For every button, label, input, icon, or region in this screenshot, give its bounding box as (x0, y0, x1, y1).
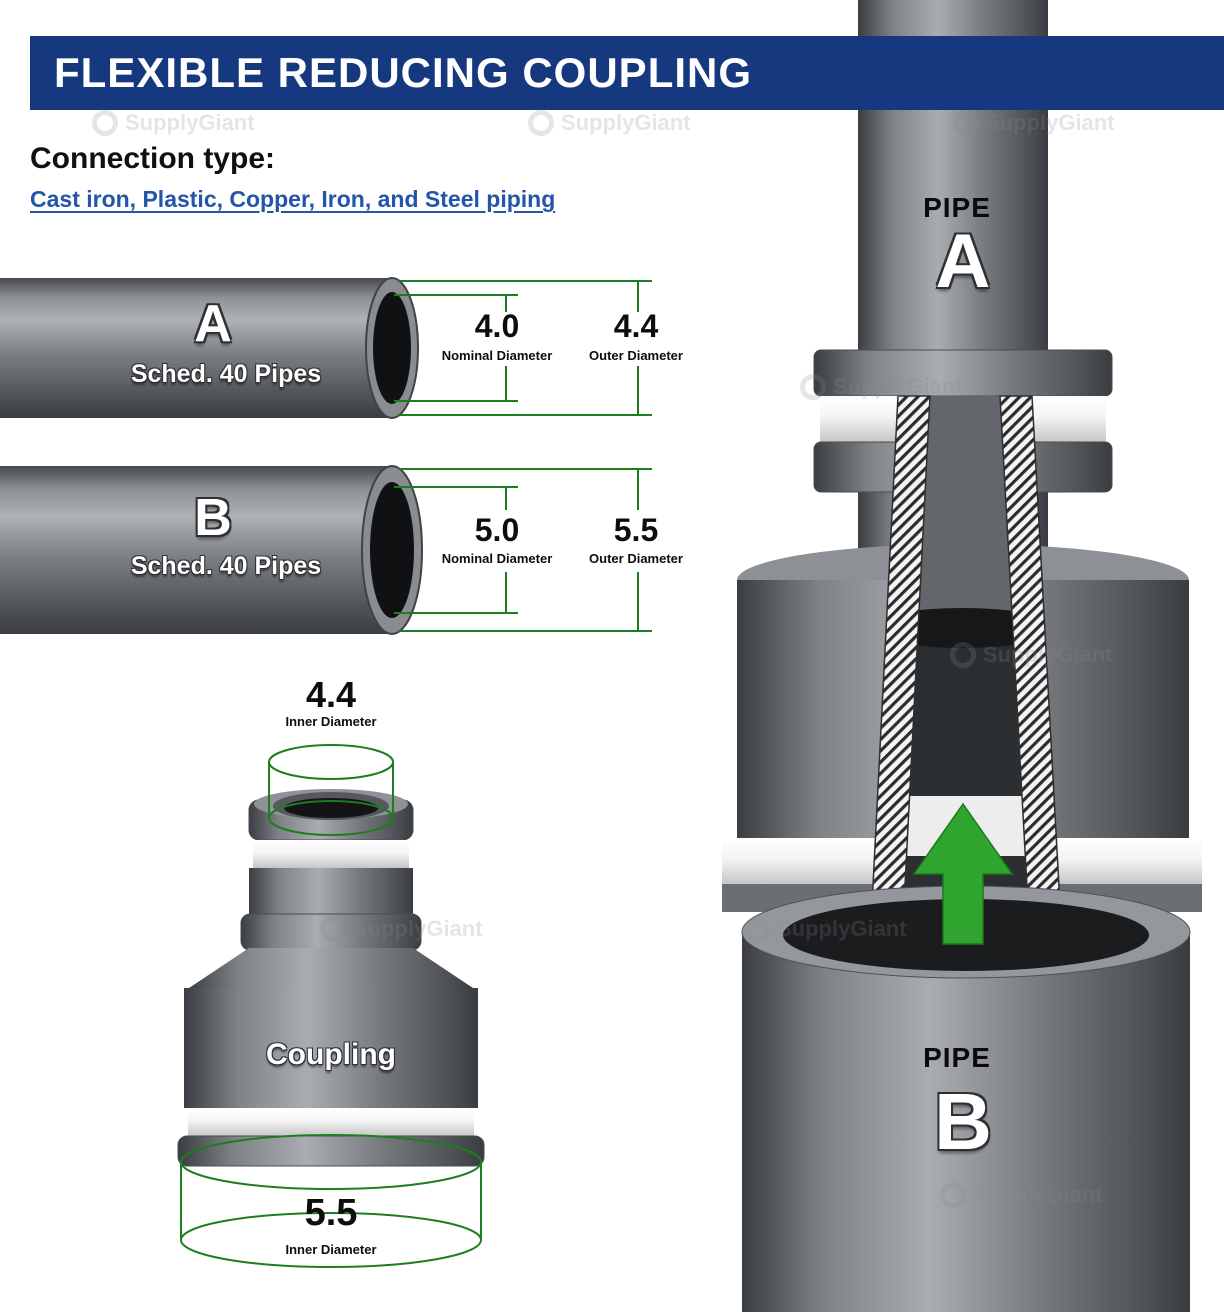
coupling-bottom-id-value: 5.5 (304, 1192, 358, 1234)
supplygiant-logo-icon (940, 1182, 966, 1208)
pipe-b-outer-value: 5.5 (613, 512, 659, 548)
watermark: SupplyGiant (800, 374, 963, 400)
assembly-pipe-a-letter: A (935, 219, 991, 304)
assembly-pipe-a-word: PIPE (923, 192, 991, 223)
watermark: SupplyGiant (744, 916, 907, 942)
pipe-a-schedule: Sched. 40 Pipes (130, 360, 322, 388)
supplygiant-logo-icon (320, 916, 346, 942)
pipe-b-nominal-caption: Nominal Diameter (441, 551, 553, 566)
watermark: SupplyGiant (952, 110, 1115, 136)
connection-type-list: Cast iron, Plastic, Copper, Iron, and St… (30, 186, 556, 212)
supplygiant-logo-icon (950, 642, 976, 668)
coupling-top-id-value: 4.4 (305, 674, 357, 715)
watermark: SupplyGiant (320, 916, 483, 942)
pipe-a-nominal-caption: Nominal Diameter (441, 348, 553, 363)
watermark: SupplyGiant (950, 642, 1113, 668)
connection-type-heading: Connection type: (30, 142, 275, 175)
pipe-a-outer-caption: Outer Diameter (589, 348, 683, 363)
supplygiant-logo-icon (744, 916, 770, 942)
pipe-b-illustration (0, 465, 652, 635)
coupling-top-id-caption: Inner Diameter (285, 714, 377, 729)
pipe-a-nominal-value: 4.0 (474, 308, 520, 344)
pipe-a-illustration (0, 277, 652, 419)
supplygiant-logo-icon (952, 110, 978, 136)
coupling-bottom-id-caption: Inner Diameter (285, 1242, 377, 1257)
insert-arrow-icon (912, 802, 1014, 945)
pipe-a-letter: A (194, 295, 232, 353)
pipe-b-schedule: Sched. 40 Pipes (130, 552, 322, 580)
coupling-label: Coupling (266, 1038, 396, 1071)
watermark: SupplyGiant (528, 110, 691, 136)
pipe-b-outer-caption: Outer Diameter (589, 551, 683, 566)
pipe-b-nominal-value: 5.0 (474, 512, 520, 548)
supplygiant-logo-icon (800, 374, 826, 400)
supplygiant-logo-icon (92, 110, 118, 136)
coupling-illustration (177, 744, 485, 1268)
supplygiant-logo-icon (528, 110, 554, 136)
assembly-pipe-b-word: PIPE (923, 1042, 991, 1073)
watermark: SupplyGiant (92, 110, 255, 136)
pipe-b-letter: B (194, 489, 232, 547)
assembly-pipe-b-letter: B (934, 1077, 992, 1166)
watermark: SupplyGiant (940, 1182, 1103, 1208)
header-banner: FLEXIBLE REDUCING COUPLING (30, 36, 1224, 110)
page-title: FLEXIBLE REDUCING COUPLING (54, 49, 753, 96)
pipe-a-outer-value: 4.4 (613, 308, 659, 344)
